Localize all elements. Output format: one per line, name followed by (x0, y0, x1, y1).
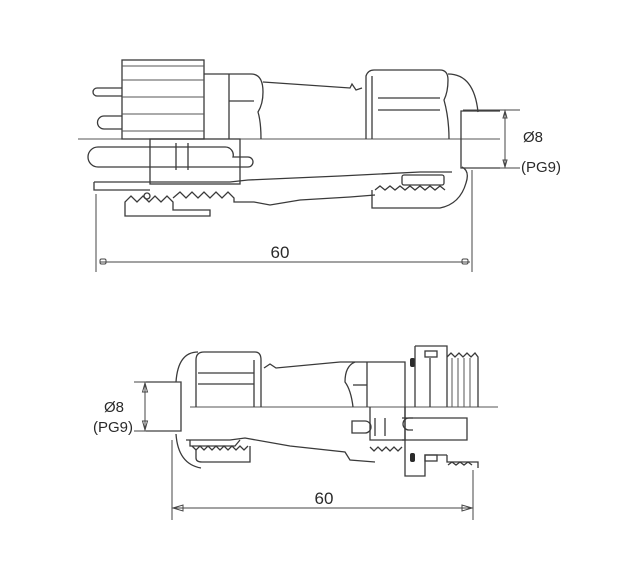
bottom-length-label: 60 (315, 489, 334, 508)
top-connector-view (78, 59, 520, 272)
bottom-connector-view (134, 345, 498, 520)
top-thread-label: (PG9) (521, 159, 561, 176)
top-diameter-label: Ø8 (523, 129, 543, 146)
bottom-diameter-label: Ø8 (104, 399, 124, 416)
bottom-thread-label: (PG9) (93, 419, 133, 436)
top-length-label: 60 (271, 243, 290, 262)
